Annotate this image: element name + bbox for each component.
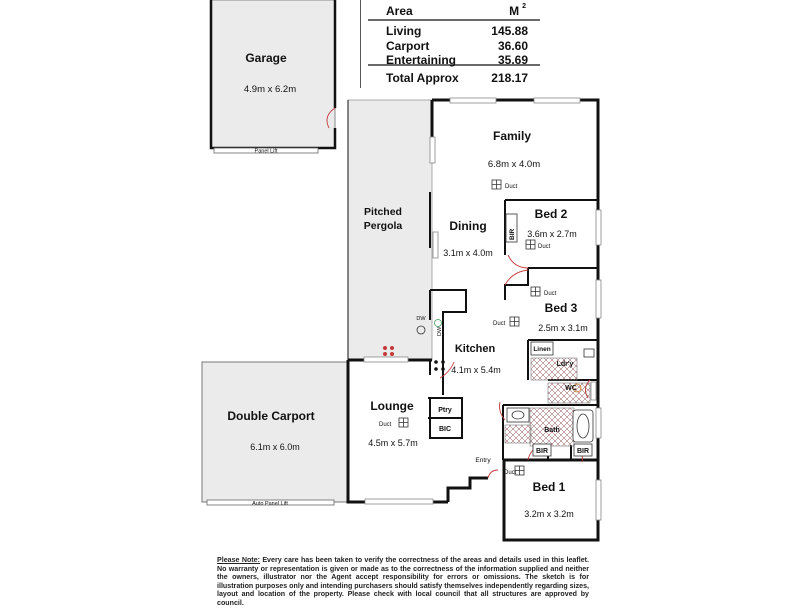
cooktop-kitchen	[434, 360, 445, 371]
garage-name: Garage	[245, 51, 287, 65]
family-name: Family	[493, 129, 531, 143]
bed1-bir-right: BIR	[577, 448, 589, 455]
bath-floor	[529, 407, 575, 447]
bed2-duct: Duct	[538, 244, 551, 250]
lounge-duct: Duct	[379, 422, 392, 428]
bed3-name: Bed 3	[545, 301, 578, 315]
bed1-bir-right-box	[573, 443, 593, 457]
wc-floor	[547, 382, 591, 404]
pergola-line2: Pergola	[364, 220, 403, 232]
kitchen-duct: Duct	[493, 321, 506, 327]
bed2-dims: 3.6m x 2.7m	[527, 229, 577, 239]
area-row-carport: Carport 36.60	[386, 39, 536, 54]
wc-label: WC	[565, 385, 577, 392]
garage-floor	[210, 0, 336, 149]
internal-walls	[428, 192, 598, 460]
windows	[363, 97, 602, 521]
area-row-label: Entertaining	[386, 53, 457, 67]
dw-circle	[416, 325, 426, 335]
vanity	[506, 407, 530, 423]
area-row-living: Living 145.88	[386, 24, 536, 39]
garage-walls	[209, 0, 337, 150]
note-heading: Please Note:	[217, 556, 260, 564]
lounge-name: Lounge	[370, 399, 414, 413]
laundry-floor	[530, 357, 578, 381]
carport-door-label: Auto Panel Lift	[252, 501, 288, 507]
area-row-value: 36.60	[497, 39, 528, 53]
bathtub	[572, 409, 594, 443]
bed1-bir-left-box	[532, 443, 552, 457]
toilet	[572, 383, 582, 393]
area-row-label: Living	[386, 24, 422, 38]
external-walls	[346, 98, 600, 542]
bed1-bir-left: BIR	[536, 448, 548, 455]
bic-label: BIC	[439, 426, 451, 433]
double-carport	[201, 361, 349, 506]
dining-name: Dining	[449, 219, 486, 233]
carport-door	[206, 499, 335, 506]
laundry-tub	[583, 348, 595, 358]
kitchen-dims: 4.1m x 5.4m	[451, 365, 501, 375]
garage	[209, 0, 337, 154]
shower-tiles	[504, 424, 532, 444]
duct-symbols	[398, 179, 541, 476]
door-swings	[439, 254, 591, 479]
linen-box	[530, 341, 554, 356]
dw-label-left: DW	[416, 316, 426, 322]
garage-door	[213, 147, 319, 154]
bed1-duct: Duct	[504, 470, 517, 476]
bed1-name: Bed 1	[533, 480, 566, 494]
lounge-dims: 4.5m x 5.7m	[368, 438, 418, 448]
area-row-label: Carport	[386, 39, 430, 53]
area-row-value: 35.69	[497, 53, 528, 67]
fixtures	[416, 319, 595, 443]
carport-floor	[201, 361, 349, 503]
garage-side-door-swing	[326, 107, 336, 129]
carport-dims: 6.1m x 6.0m	[250, 442, 300, 452]
area-total-value: 218.17	[491, 71, 528, 85]
laundry-label: Ldr'y	[557, 361, 574, 368]
pergola-floor	[347, 99, 433, 361]
area-total-label: Total Approx	[386, 71, 459, 85]
garage-dims: 4.9m x 6.2m	[244, 84, 296, 95]
bed2-name: Bed 2	[535, 207, 568, 221]
cooktop	[383, 346, 394, 356]
bath-label: Bath	[544, 427, 560, 434]
bed1-dims: 3.2m x 3.2m	[524, 509, 574, 519]
area-header-label: Area	[386, 4, 413, 18]
ptry-label: Ptry	[438, 407, 452, 414]
dw-label-right: DW	[437, 326, 443, 336]
area-row-entertaining: Entertaining 35.69	[386, 53, 536, 68]
bed3-dims: 2.5m x 3.1m	[538, 323, 588, 333]
dining-dims: 3.1m x 4.0m	[443, 248, 493, 258]
carport-name: Double Carport	[227, 409, 314, 423]
kitchen-name: Kitchen	[455, 343, 496, 355]
family-duct: Duct	[505, 184, 518, 190]
area-total-row: Total Approx 218.17	[386, 71, 536, 86]
bed2-bir-label: BIR	[509, 229, 516, 241]
bed3-duct: Duct	[544, 291, 557, 297]
note-text: Every care has been taken to verify the …	[217, 556, 589, 607]
bed2-bir	[505, 213, 518, 243]
area-table-frame	[360, 0, 540, 88]
family-dims: 6.8m x 4.0m	[488, 159, 540, 170]
linen-label: Linen	[533, 346, 550, 353]
pergola-line1: Pitched	[364, 206, 402, 218]
area-row-value: 145.88	[491, 24, 528, 38]
entry-label: Entry	[475, 457, 491, 464]
garage-door-label: Panel Lift	[255, 149, 278, 155]
